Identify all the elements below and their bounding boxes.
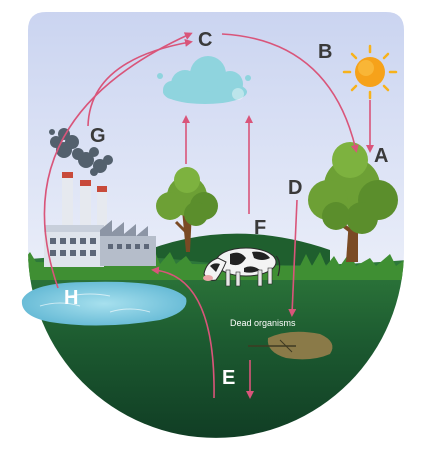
arrow-c-to-a	[221, 33, 359, 153]
cloud-icon	[157, 56, 251, 104]
tree-left-icon	[156, 167, 218, 252]
pond-icon	[21, 281, 187, 326]
smoke-icon	[49, 128, 113, 176]
arrow-g-to-c	[87, 38, 193, 127]
label-a: A	[374, 145, 388, 167]
arrow-d-to-dead	[288, 199, 298, 317]
label-g: G	[90, 125, 106, 147]
arrow-h-to-c	[43, 32, 193, 289]
cow-icon	[203, 247, 281, 287]
label-e: E	[222, 367, 235, 389]
label-f: F	[254, 217, 266, 239]
arrows	[43, 32, 374, 399]
arrow-e-to-pond	[151, 266, 215, 399]
factory-icon	[44, 172, 156, 267]
label-c: C	[198, 29, 212, 51]
sun-icon	[342, 44, 398, 100]
label-d: D	[288, 177, 302, 199]
tree-right-icon	[308, 142, 398, 262]
dead-organisms-caption: Dead organisms	[230, 318, 296, 328]
dead-organism-icon	[248, 331, 333, 360]
label-h: H	[64, 287, 78, 309]
label-b: B	[318, 41, 332, 63]
